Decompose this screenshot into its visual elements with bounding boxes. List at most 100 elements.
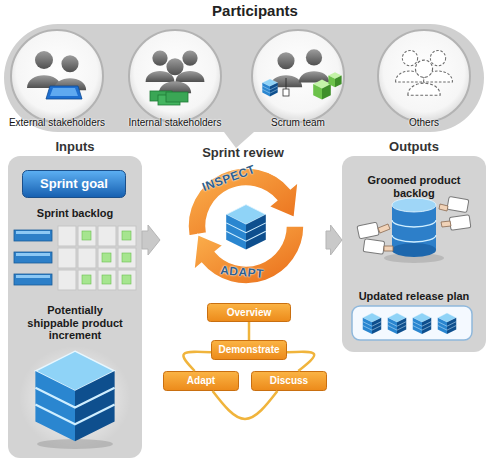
ring-line (248, 322, 251, 340)
others-icon-part (396, 50, 425, 81)
band-fill (4, 24, 484, 148)
backlog-illustration-part (16, 275, 50, 278)
scrum-team-icon-part (328, 72, 341, 87)
participants-band-text: Participants (60, 2, 450, 19)
participant-circle-shape (374, 28, 474, 132)
backlog-illustration-part-part (122, 231, 131, 240)
groomed-backlog-illustration-part-part (439, 204, 448, 211)
backlog-illustration-part-part (82, 231, 91, 240)
activity-box-text: Overview (207, 303, 291, 322)
internal-stakeholders-icon-part (158, 95, 180, 105)
box-fill (212, 341, 287, 360)
review-cycle-text: Sprint review (160, 146, 326, 161)
participant-circle-text: Internal stakeholders (113, 117, 237, 129)
backlog-illustration-part-part (98, 248, 116, 268)
groomed-backlog-illustration-part (392, 243, 436, 257)
increment-cube-part (35, 351, 114, 441)
inspect-adapt-cycle (188, 168, 304, 284)
groomed-backlog-illustration-part-part (363, 239, 385, 255)
participant-circle: Internal stakeholders (125, 28, 225, 132)
participant-circle-text: External stakeholders (0, 117, 119, 129)
others-icon (396, 50, 453, 95)
outputs-panel: Outputs (342, 140, 486, 352)
activity-box: Overview (207, 303, 291, 322)
groomed-backlog-illustration (357, 196, 471, 263)
groomed-backlog-illustration-part-part (447, 196, 469, 212)
groomed-backlog-illustration-part-part (441, 221, 451, 227)
backlog-illustration-part-part (102, 275, 111, 284)
backlog-illustration-part-part (58, 226, 76, 246)
external-stakeholders-icon-part (46, 86, 82, 99)
release-plan-illustration-part (413, 313, 431, 334)
backlog-illustration-part-part (58, 248, 76, 268)
internal-stakeholders-icon-part (176, 50, 205, 81)
internal-stakeholders-icon-part (146, 50, 175, 81)
inputs-panel-text: Inputs (8, 140, 142, 155)
cycle-label: INSPECT (196, 161, 263, 197)
internal-stakeholders-icon-part (159, 58, 191, 93)
backlog-illustration-part (82, 231, 131, 284)
participant-circle-text: Scrum team (236, 117, 360, 129)
activity-box-text: Discuss (251, 371, 327, 391)
backlog-illustration (14, 226, 136, 290)
backlog-illustration-part-part (118, 226, 136, 246)
scrum-team-icon-part (313, 80, 331, 100)
increment-cube (19, 346, 131, 450)
backlog-illustration-part-part (78, 248, 96, 268)
groomed-backlog-illustration-part (392, 198, 436, 212)
review-cycle: Sprint review (160, 146, 326, 298)
ring-line (183, 352, 211, 371)
inspect-adapt-cycle-part (194, 226, 304, 284)
input-label: Potentially shippable product increment (20, 304, 130, 342)
backlog-illustration-part-part (82, 275, 91, 284)
backlog-illustration-part-part (58, 270, 76, 290)
outputs-panel-text: Outputs (342, 140, 486, 155)
circle-outline (129, 30, 221, 122)
groomed-backlog-illustration-part (384, 253, 444, 263)
circle-outline (252, 30, 344, 122)
outputs-panel-shape (342, 140, 486, 352)
activity-box-text: Adapt (163, 371, 239, 391)
goal-box: Sprint goal (22, 170, 126, 198)
scrum-team-icon-part (286, 78, 287, 90)
participants-band: ParticipantsExternal stakeholdersInterna… (4, 0, 488, 150)
box-fill (208, 304, 291, 322)
backlog-illustration-part-part (102, 253, 111, 262)
backlog-illustration-part (14, 230, 52, 241)
external-stakeholders-icon (27, 51, 86, 99)
release-plan-illustration-part (352, 306, 472, 340)
panel-fill (8, 156, 142, 458)
cycle-label: ADAPT (209, 263, 276, 282)
flow-arrow (142, 225, 160, 255)
inspect-adapt-cycle-part (226, 205, 266, 250)
groomed-backlog-illustration-part (392, 205, 436, 250)
scrum-team-icon-part (283, 89, 289, 96)
circle-outline (11, 30, 103, 122)
external-stakeholders-icon-part (27, 51, 61, 88)
backlog-illustration-part (14, 274, 52, 285)
participant-circle: External stakeholders (7, 28, 107, 132)
release-plan-illustration (352, 306, 472, 340)
scrum-team-icon-part (299, 49, 330, 82)
box-fill (23, 171, 126, 198)
box-fill (252, 372, 327, 391)
backlog-illustration-part-part (118, 248, 136, 268)
output-label: Updated release plan (346, 290, 482, 303)
groomed-backlog-illustration-part (378, 204, 451, 251)
activity-box: Discuss (251, 371, 327, 391)
external-stakeholders-icon-part (54, 55, 86, 90)
others-icon-part (424, 50, 453, 81)
input-label: Sprint backlog (20, 207, 130, 220)
flow-arrow (326, 225, 342, 255)
inspect-adapt-cycle-part (188, 168, 298, 236)
groomed-backlog-illustration-part-part (378, 224, 390, 233)
participant-circle-shape (7, 28, 107, 132)
groomed-backlog-illustration-part-part (384, 246, 393, 251)
participant-circle-shape (125, 28, 225, 132)
increment-cube-part (19, 346, 131, 450)
goal-box-text: Sprint goal (22, 170, 126, 198)
